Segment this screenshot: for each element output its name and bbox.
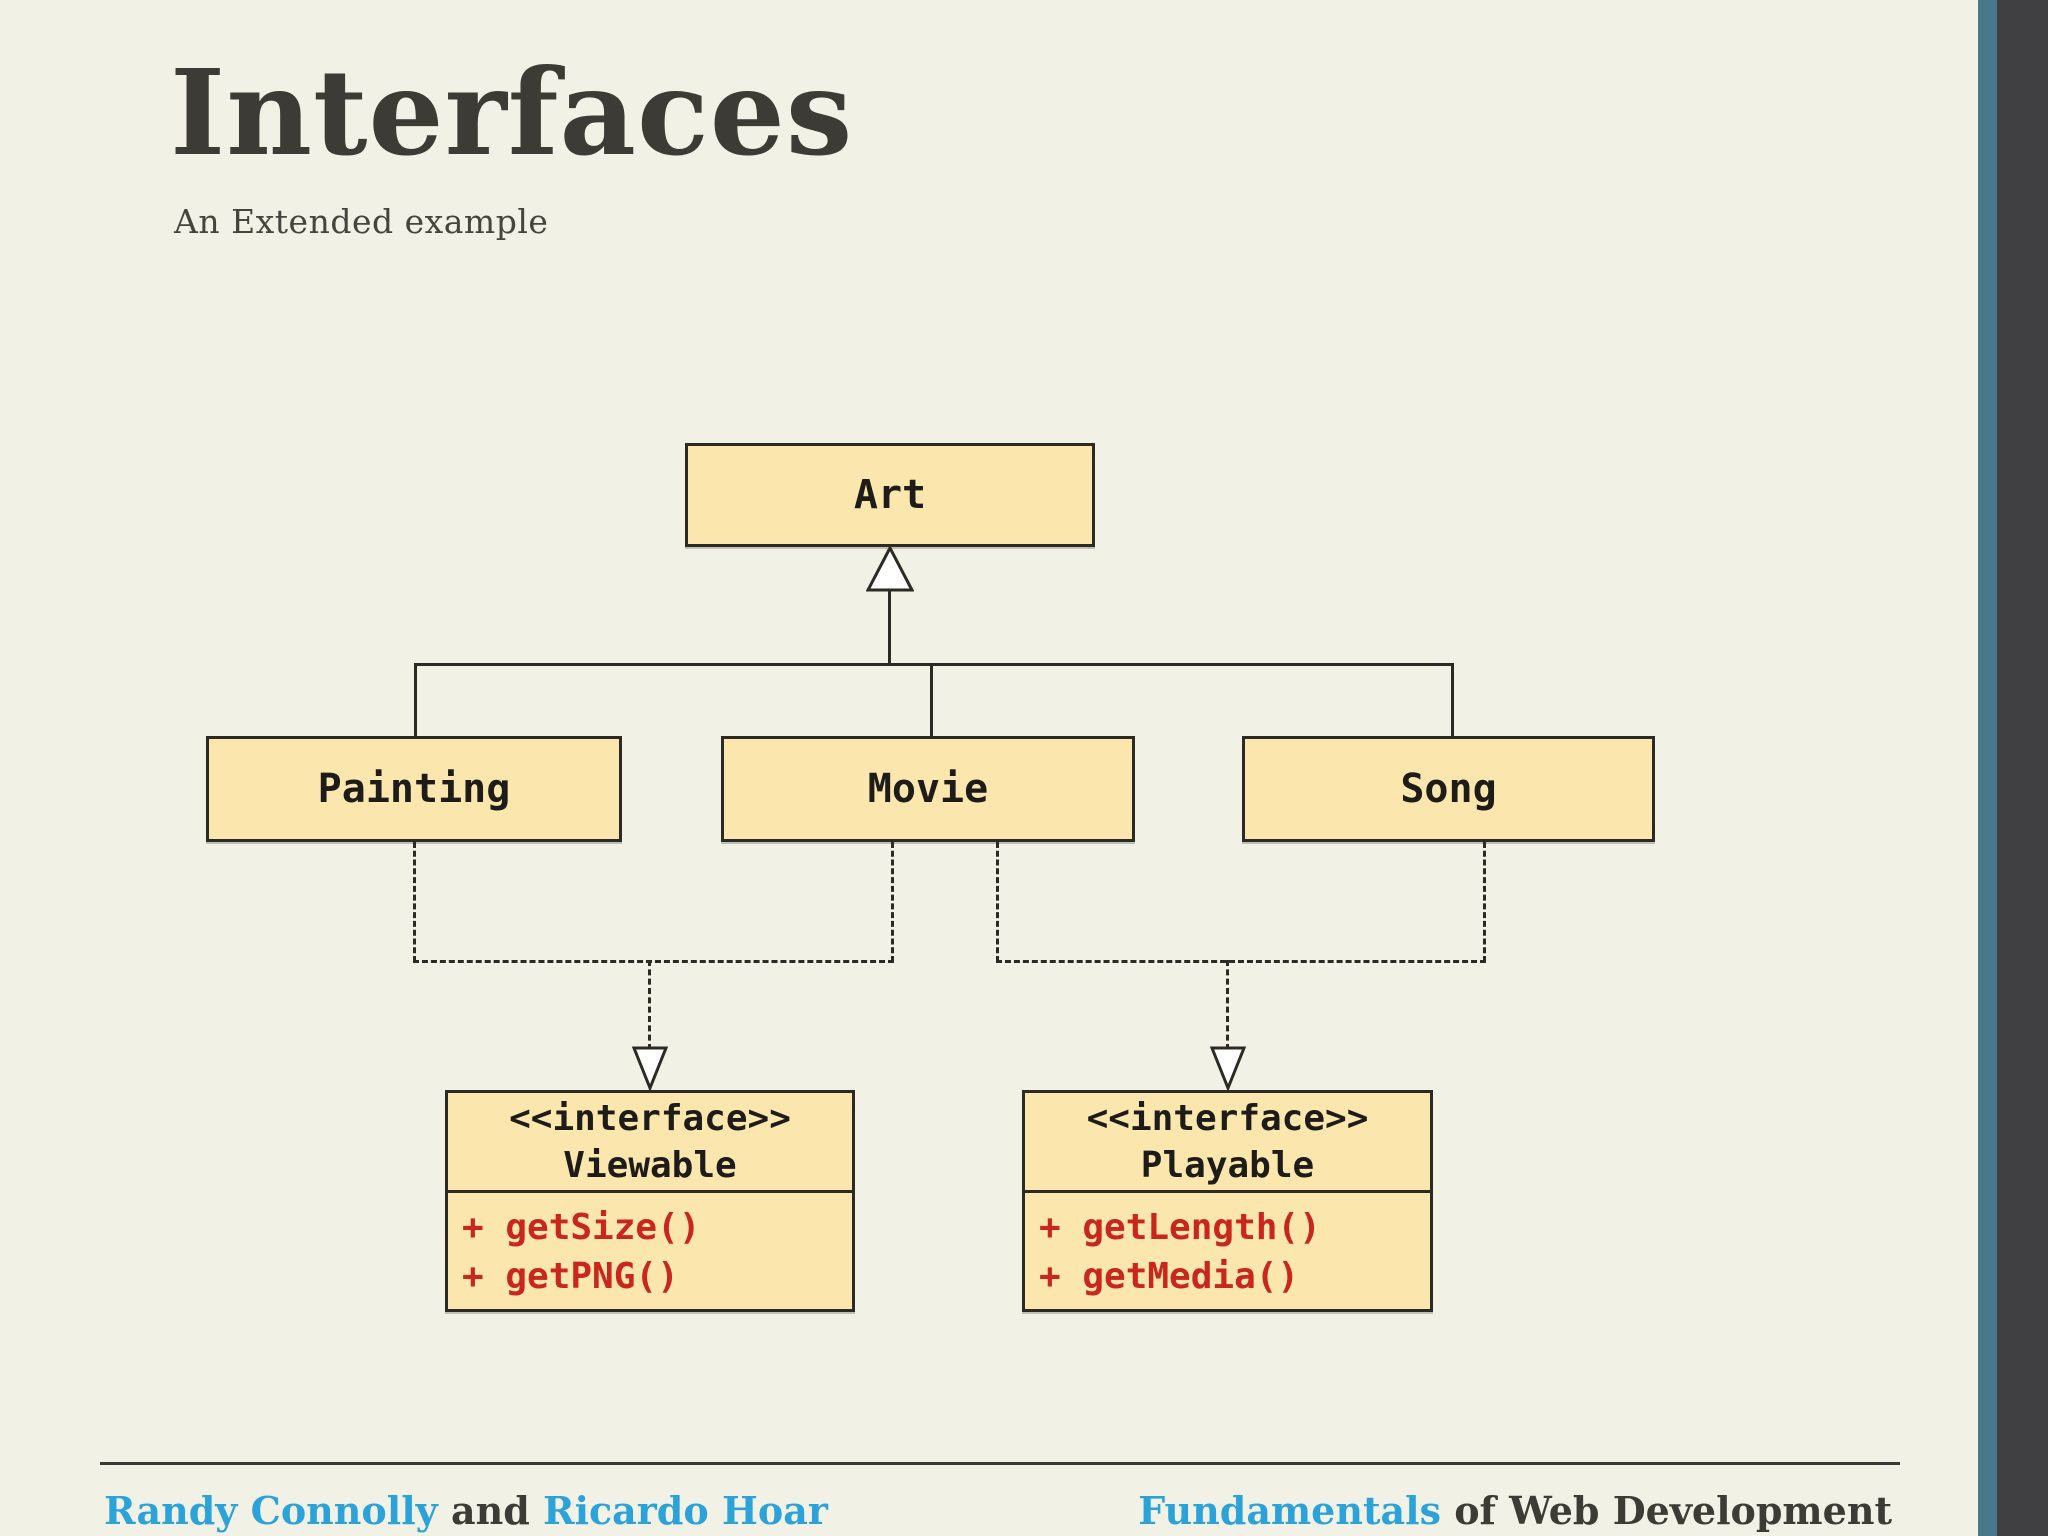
class-box-art: Art [685,443,1095,547]
class-label-song: Song [1400,766,1497,812]
realization-arrowhead-playable [1210,1046,1246,1090]
author-link-randy-connolly[interactable]: Randy Connolly [104,1488,438,1533]
class-label-movie: Movie [867,766,989,812]
right-edge-teal-bar [1978,0,1997,1536]
realization-arrowhead-viewable [632,1046,668,1090]
page-subtitle: An Extended example [174,202,549,241]
class-box-movie: Movie [721,736,1135,842]
method-getsize: + getSize() [462,1207,701,1248]
interface-box-playable: <<interface>> Playable + getLength() + g… [1022,1090,1433,1312]
dashed-drop-playable [1226,960,1229,1050]
dashed-drop-painting [413,842,416,962]
dashed-drop-movie-left [891,842,894,962]
interface-box-viewable: <<interface>> Viewable + getSize() + get… [445,1090,855,1312]
class-box-painting: Painting [206,736,622,842]
dashed-drop-movie-right [996,842,999,962]
interface-body-playable: + getLength() + getMedia() [1025,1193,1430,1301]
method-getpng: + getPNG() [462,1256,679,1297]
interface-name-viewable: Viewable [563,1144,737,1186]
connector-drop-song [1451,663,1454,736]
method-getmedia: + getMedia() [1039,1256,1300,1297]
connector-drop-movie [930,663,933,736]
book-title-highlight: Fundamentals [1138,1488,1441,1533]
connector-horizontal [414,663,1454,666]
page-title: Interfaces [170,43,854,182]
footer-and-text: and [437,1488,544,1533]
interface-header-playable: <<interface>> Playable [1025,1093,1430,1193]
interface-body-viewable: + getSize() + getPNG() [448,1193,852,1301]
author-link-ricardo-hoar[interactable]: Ricardo Hoar [543,1488,828,1533]
footer-divider [100,1462,1900,1465]
connector-art-stem [888,590,891,666]
class-label-art: Art [853,472,927,518]
dashed-drop-viewable [648,960,651,1050]
right-edge-charcoal-bar [1997,0,2048,1536]
interface-name-playable: Playable [1140,1144,1315,1186]
class-box-song: Song [1242,736,1655,842]
dashed-drop-song [1483,842,1486,962]
interface-stereotype-viewable: <<interface>> [509,1097,791,1139]
footer-book-title: Fundamentals of Web Development [1138,1488,1892,1533]
class-label-painting: Painting [317,766,511,812]
dashed-horizontal-left [413,960,894,963]
dashed-horizontal-right [996,960,1486,963]
method-getlength: + getLength() [1039,1207,1321,1248]
book-title-rest: of Web Development [1440,1488,1892,1533]
connector-drop-painting [414,663,417,736]
footer-authors: Randy Connolly and Ricardo Hoar [104,1488,828,1533]
generalization-arrowhead-art [866,546,914,592]
interface-stereotype-playable: <<interface>> [1086,1097,1369,1139]
interface-header-viewable: <<interface>> Viewable [448,1093,852,1193]
